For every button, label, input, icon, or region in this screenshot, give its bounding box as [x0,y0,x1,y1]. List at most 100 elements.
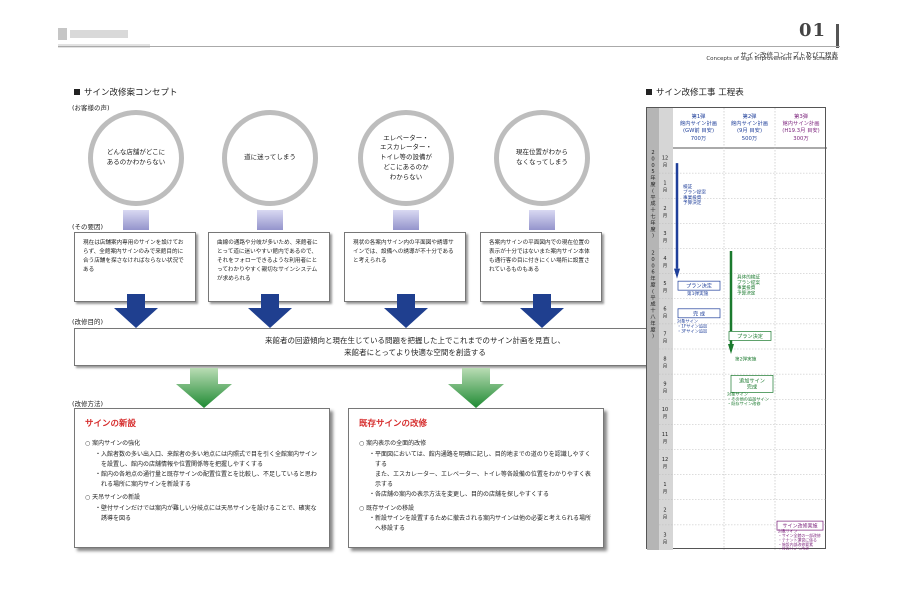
month-unit: 月 [663,364,668,370]
fiscal-year-2005: 0 [651,163,654,169]
month-unit: 月 [663,439,668,445]
voice-circle: エレベーター・ エスカレーター・ トイレ等の設備が どこにあるのか わからない [358,110,454,206]
square-bullet-icon [74,89,80,95]
fiscal-year-2006: 0 [651,257,654,263]
fiscal-year-2005: 年 [650,218,655,226]
phase-label: 第1弾 [692,112,707,120]
phase1-note-text: 対象サイン [677,318,698,325]
phase2-note-text: ・既存サイン改修 [727,400,761,407]
cause-box: 曲線の通路や分岐が多いため、来館者にとって道に迷いやすい館内であるので、それをフ… [208,232,330,302]
phase1-note-text: ・1Fサイン追加 [677,322,707,329]
blue-arrow [248,294,292,328]
month-number: 1 [663,181,666,187]
fiscal-year-2006: 6 [651,270,654,276]
fiscal-year-2006: ) [652,334,654,340]
fiscal-year-2005: 七 [650,212,655,220]
method-box-new: サインの新設 ○ 案内サインの強化 ・入館者数の多い出入口、来館者の多い地点には… [74,408,330,548]
schedule-heading-text: サイン改修工事 工程表 [656,88,744,98]
page-subtitle-en: Concepts of Sign Improvement Plan & Sche… [706,56,838,62]
month-unit: 月 [663,238,668,244]
month-unit: 月 [663,263,668,269]
fiscal-year-2005: 平 [650,194,655,201]
phase3-impl-box [776,520,824,531]
month-number: 12 [662,156,668,162]
month-number: 6 [663,306,666,312]
month-number: 11 [662,432,668,438]
phase2-plan-text: プラン決定 [737,332,763,340]
cause-box: 現在は店舗案内専用のサインを設けておらず、全館案内サインのみで来館目的に合う店舗… [74,232,196,302]
phase3-impl-text: サイン改修実施 [782,523,817,530]
month-unit: 月 [663,514,668,520]
month-unit: 月 [663,389,668,395]
phase-budget: 300万 [793,135,808,142]
phase3-note-text: ・既存サイン改修 [778,546,809,550]
phase3-note-text: ・テナント運営に係る [778,537,817,542]
fiscal-year-2006: 平 [650,294,655,301]
method-item-text: ・入館者数の多い出入口、来館者の多い地点には内照式で目を引く全館案内サインを設置… [95,450,318,468]
voice-connector [123,210,149,230]
fiscal-year-2005: 成 [650,199,655,207]
cause-box: 各案内サインの平面図内での現在位置の表示が十分ではないまた案内サイン本体も通行客… [480,232,602,302]
month-number: 8 [663,357,666,363]
month-number: 1 [663,482,666,488]
square-bullet-icon [646,89,652,95]
fiscal-year-2006: 度 [650,281,655,289]
method-item-head: ○ 案内サインの強化 [85,440,141,448]
fiscal-year-2006: 2 [651,251,654,257]
month-unit: 月 [663,338,668,344]
fiscal-year-2006: 成 [650,300,655,308]
phase2-start-text: プラン提案 [737,279,760,286]
phase-label: 第2弾 [743,112,758,120]
month-number: 7 [663,331,666,337]
month-number: 10 [662,407,668,413]
fiscal-year-2006: 0 [651,263,654,269]
phase3-note-text: ・施設内部改修要素 [778,542,813,547]
phase1-start-text: 事業投資 [683,194,702,201]
fiscal-year-2005: 十 [650,206,655,214]
phase1-impl-text: 第1弾実施 [687,290,709,297]
fiscal-year-2005: 2 [651,150,654,156]
month-unit: 月 [663,313,668,319]
purpose-label: (改修目的) [72,318,104,326]
month-number: 3 [663,231,666,237]
voice-connector [393,210,419,230]
purpose-box: 来館者の回遊傾向と現在生じている問題を把握した上でこれまでのサイン計画を見直し、… [74,328,756,366]
phase2-note-text: 対象サイン [727,390,748,397]
phase2-done-text: 完成 [747,382,757,390]
month-number: 2 [663,507,666,513]
phase1-start-text: 予算決定 [683,199,702,206]
phase2-start-text: 具体的検証 [737,274,760,281]
concept-heading-text: サイン改修案コンセプト [84,88,178,98]
fiscal-year-2006: 十 [650,306,655,314]
method-title: サインの新設 [85,419,137,429]
blue-arrow [114,294,158,328]
voice-label: (お客様の声) [72,104,110,112]
month-unit: 月 [663,464,668,470]
phase2-done-text: 追加サイン [739,376,765,384]
voice-circle: どんな店舗がどこに あるのかわからない [88,110,184,206]
phase-budget: 700万 [691,135,706,142]
voice-connector [257,210,283,230]
phase1-note-text: ・3Fサイン追加 [677,327,707,334]
method-item-text: ・新設サインを設置するために撤去される案内サインは他の必要と考えられる場所へ移設… [369,514,592,532]
schedule-heading: サイン改修工事 工程表 [646,86,744,98]
phase2-impl-text: 第2弾実施 [735,355,757,362]
month-number: 5 [663,281,666,287]
fiscal-year-2006: ( [652,289,654,295]
phase-label: 第3弾 [794,112,809,120]
phase2-done-box [730,375,774,393]
fiscal-year-2005: 度 [650,225,655,233]
month-unit: 月 [663,163,668,169]
fiscal-year-2005: ) [652,233,654,239]
fiscal-year-2005: 度 [650,180,655,188]
phase2-note-text: ・その他の追加サイン [727,395,769,402]
phase1-arrowhead [674,268,680,279]
phase2-plan-box [728,331,772,341]
month-unit: 月 [663,188,668,194]
phase2-arrowhead [728,343,734,355]
phase1-plan-text: プラン決定 [686,282,712,290]
method-item-text: ・壁付サインだけでは案内が難しい分岐点には天吊サインを設けることで、確実な誘導を… [95,504,317,522]
fiscal-year-2006: 年 [650,319,655,327]
phase1-start-text: プラン提案 [683,188,706,195]
